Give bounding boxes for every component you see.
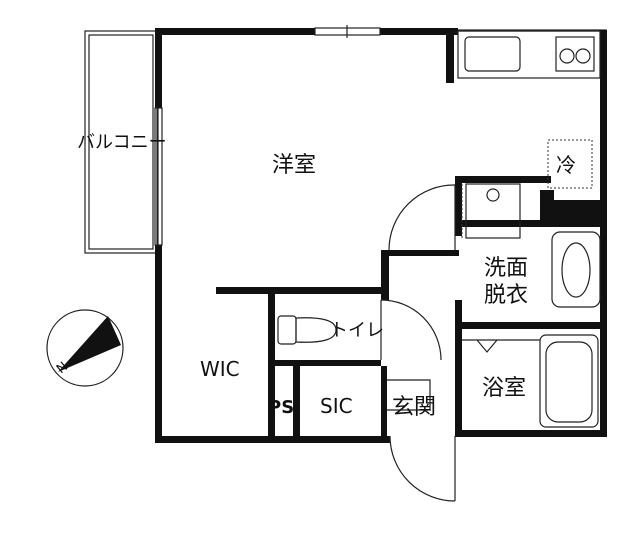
compass: N (46, 309, 124, 387)
bath-vent (476, 339, 498, 353)
walls (155, 28, 607, 443)
ps-bottom-label: PS (268, 397, 294, 418)
bath-label: 浴室 (482, 376, 526, 401)
doors (380, 184, 456, 502)
wash-basin (551, 231, 601, 308)
balcony-label: バルコニー (77, 132, 167, 153)
fridge-space (547, 139, 593, 189)
washroom-label-line1: 洗面 (484, 256, 528, 281)
balcony-door (154, 107, 163, 246)
toilet-label: トイレ (330, 320, 384, 341)
western-room-label: 洋室 (272, 153, 316, 178)
toilet-fixture (277, 315, 337, 345)
washroom-label-line2: 脱衣 (484, 283, 528, 308)
entrance-label: 玄関 (392, 395, 436, 420)
bathtub (539, 334, 599, 428)
washing-machine (465, 183, 521, 239)
fridge-label: 冷 (556, 153, 576, 177)
ps-top-label: PS (555, 198, 581, 219)
wic-label: WIC (200, 357, 240, 381)
balcony (84, 30, 158, 254)
top-window (314, 25, 381, 38)
kitchen-counter (457, 30, 601, 79)
sic-label: SIC (320, 394, 353, 418)
